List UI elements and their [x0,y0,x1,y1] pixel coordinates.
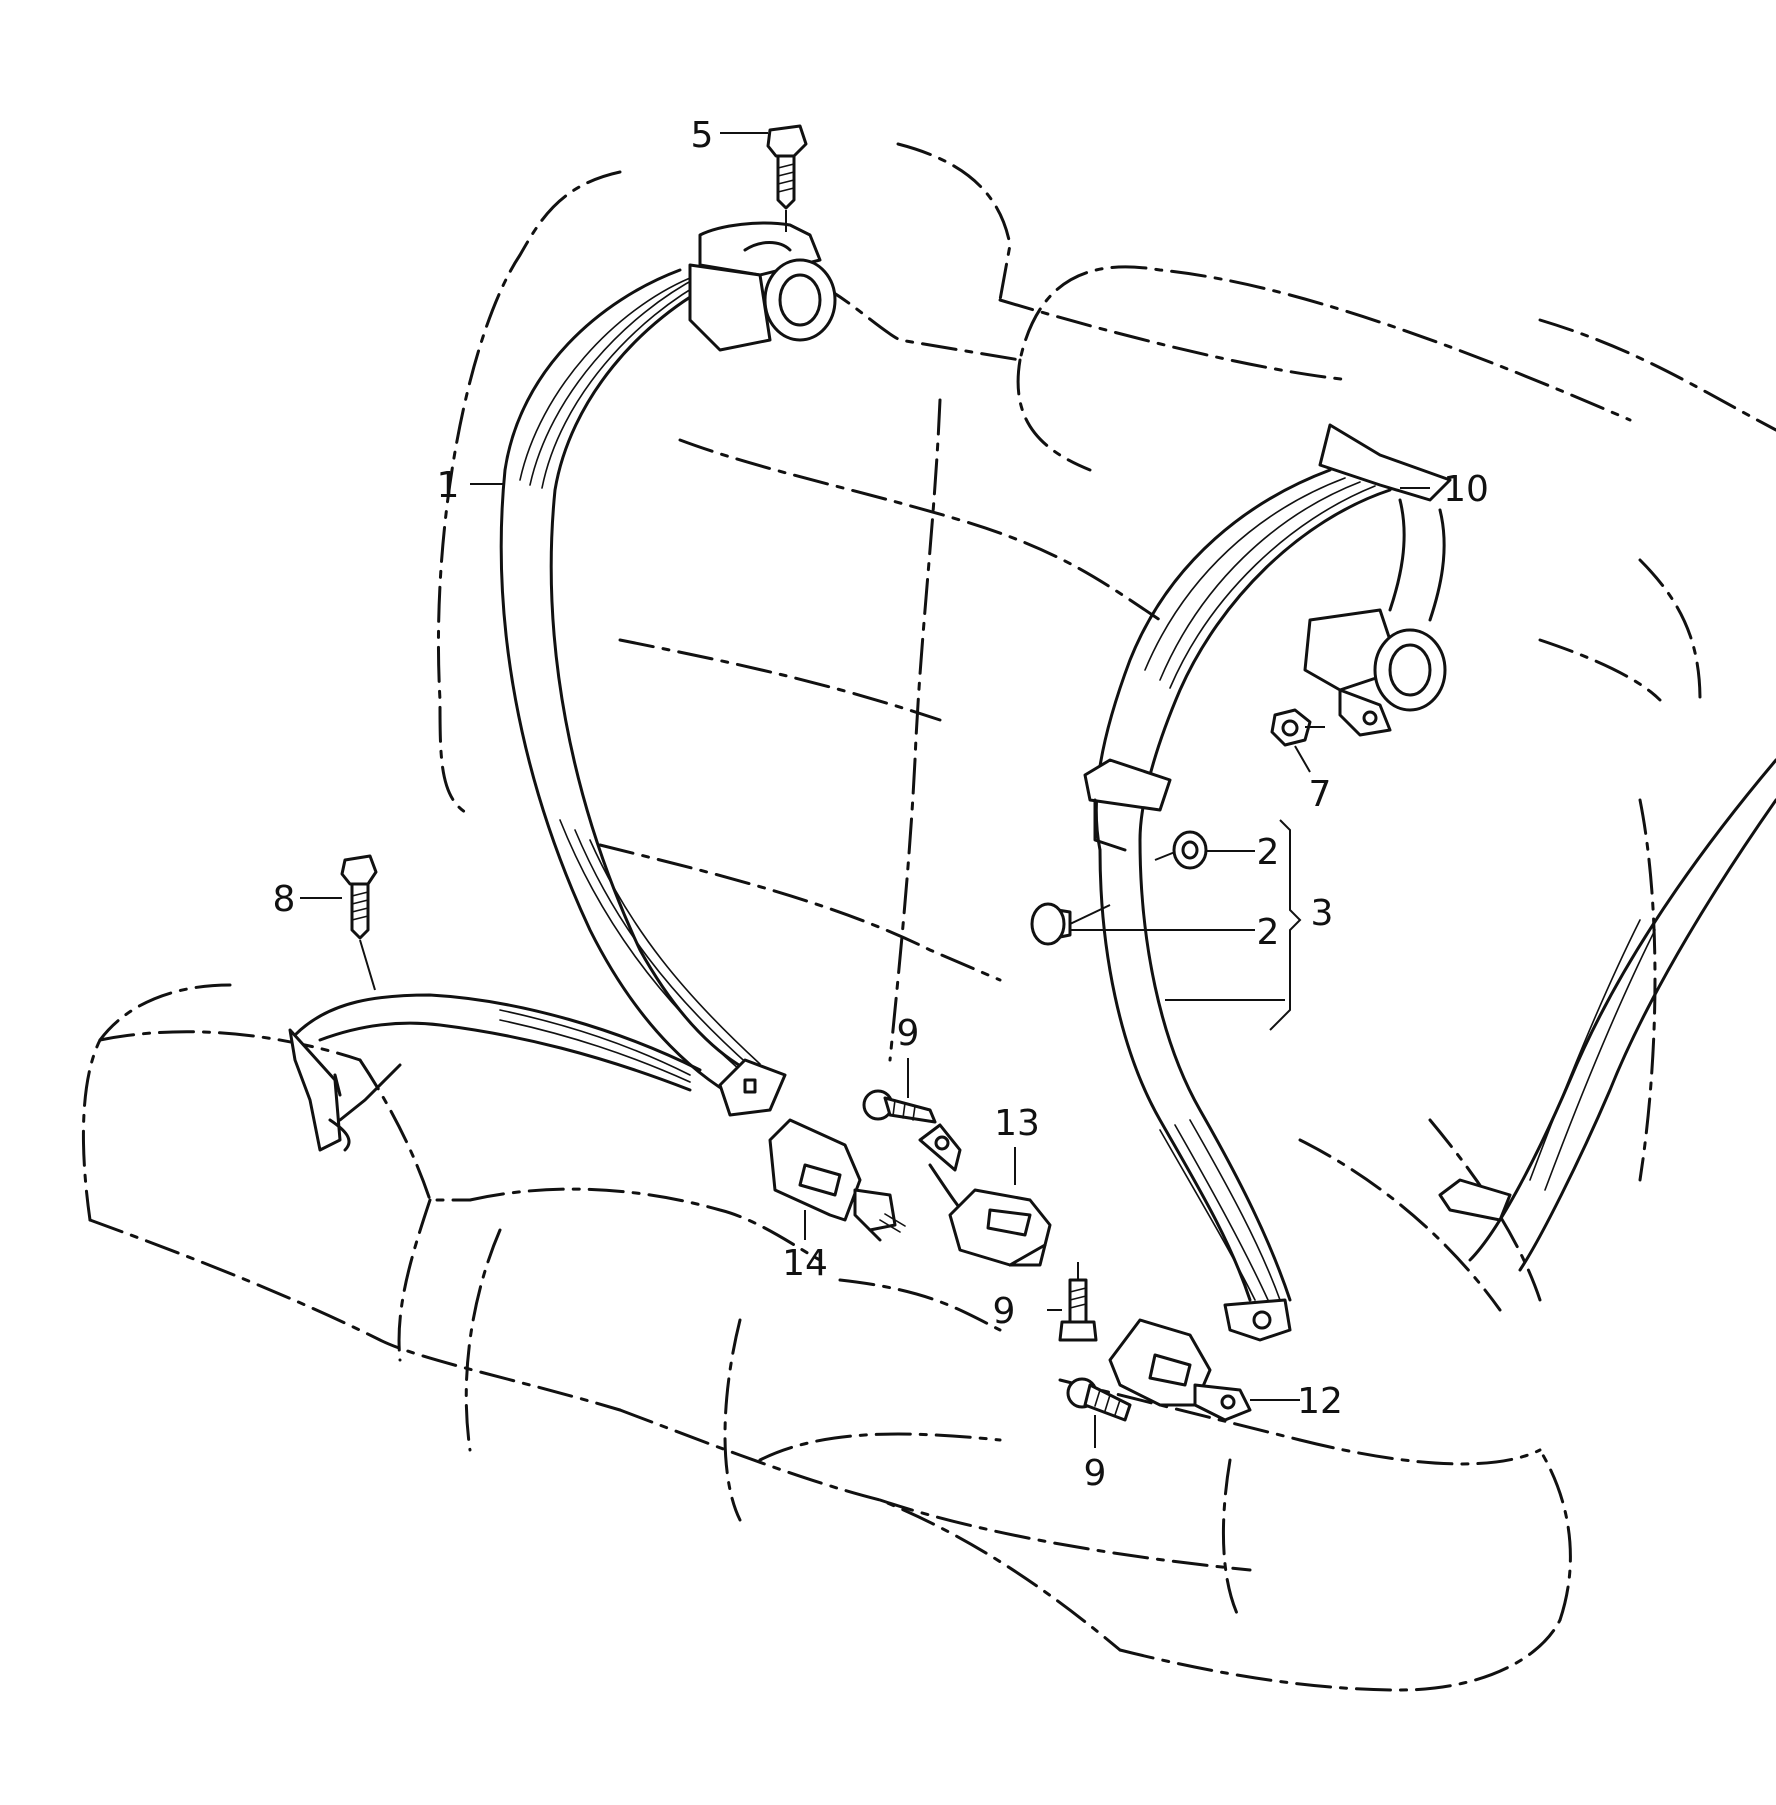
right-belt-retractor [1303,498,1447,737]
bolt-part-9-b [1058,1262,1098,1342]
upper-belt-retractor [688,221,837,352]
far-right-belt [1438,758,1776,1272]
callout-9-middle: 9 [993,1291,1016,1332]
callout-2-lower: 2 [1257,912,1280,953]
seat-backrest-outline [436,142,1776,1302]
left-three-point-belt [499,268,787,1117]
bolt-part-8 [340,854,378,991]
callout-14: 14 [782,1243,828,1284]
callout-7: 7 [1309,774,1332,815]
bolt-part-9-a [862,1089,937,1124]
callout-10: 10 [1443,469,1489,510]
callout-1: 1 [437,465,460,506]
callout-2-upper: 2 [1257,832,1280,873]
callout-labels: 1 5 10 7 2 2 3 8 9 13 14 9 12 9 [273,115,1489,1494]
callout-9-lower: 9 [1084,1453,1107,1494]
bolt-part-5 [766,124,808,232]
nut-part-7 [1270,708,1312,747]
leader-lines [300,132,1430,1448]
right-three-point-belt [1083,423,1452,1342]
guide-parts-2-3 [1030,830,1208,946]
buckle-part-12 [1108,1318,1252,1422]
buckle-part-13 [918,1123,1052,1267]
callout-3: 3 [1311,893,1334,934]
callout-9-upper: 9 [897,1013,920,1054]
lap-belt-anchor [288,993,702,1152]
callout-13: 13 [994,1103,1040,1144]
callout-5: 5 [691,115,714,156]
callout-8: 8 [273,879,296,920]
bolt-part-9-c [1066,1377,1132,1422]
buckle-part-14 [768,1118,906,1242]
callout-12: 12 [1297,1381,1343,1422]
